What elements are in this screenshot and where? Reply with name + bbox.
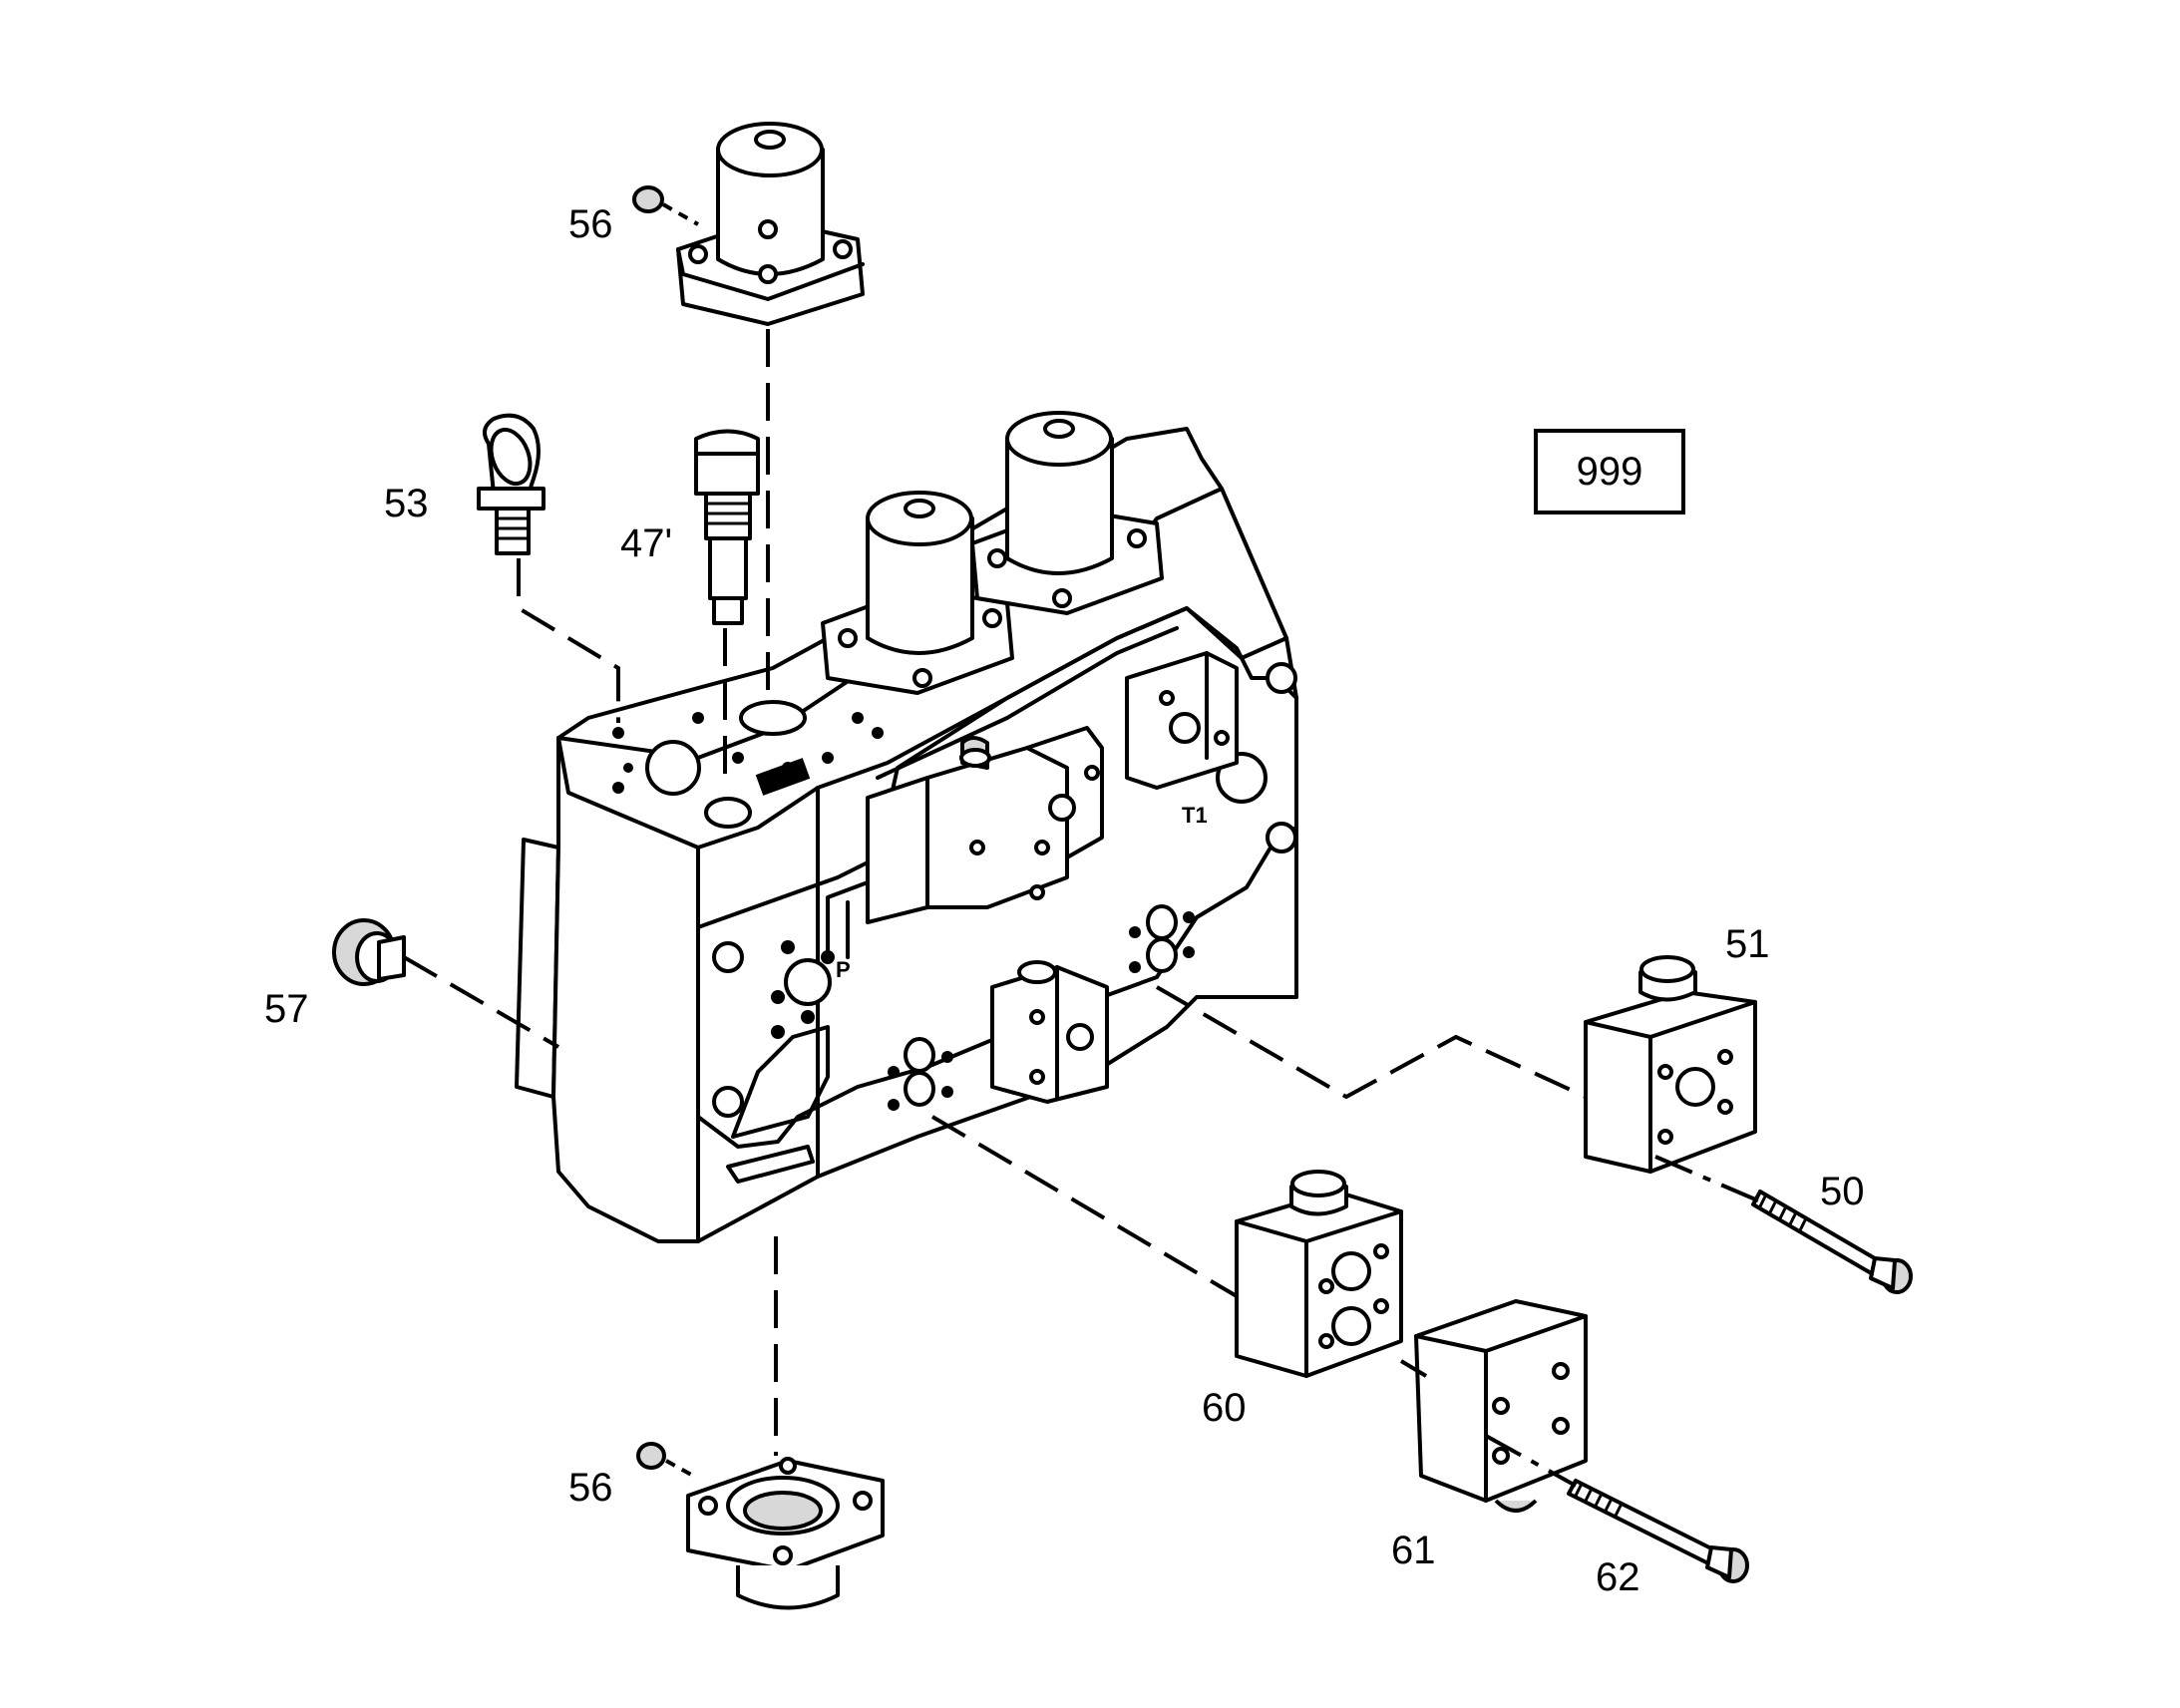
callout-57: 57	[264, 987, 309, 1031]
callout-62: 62	[1596, 1555, 1640, 1599]
callout-50: 50	[1820, 1170, 1865, 1213]
callout-47: 47'	[620, 521, 672, 565]
callout-53: 53	[384, 482, 429, 525]
mounted-valve-block-lower	[990, 960, 1109, 1104]
part-56-top-screw	[632, 185, 699, 226]
callout-56-bottom: 56	[568, 1466, 613, 1510]
assembly-lines	[402, 329, 1761, 1488]
reference-box-999: 999	[1534, 429, 1685, 514]
part-50-bolt	[1751, 1190, 1913, 1294]
part-56-top-solenoid	[676, 122, 865, 326]
mounted-solenoid-front	[821, 491, 1014, 695]
part-61-cover-block	[1414, 1299, 1588, 1513]
part-56-bottom-screw	[636, 1442, 694, 1478]
mounted-valve-block-right	[1125, 651, 1239, 790]
part-57-plug	[332, 918, 406, 986]
callout-labels: 56 53 47' 57 51 50 60 56 61 62	[264, 202, 1865, 1599]
mounted-solenoid-rear	[970, 411, 1164, 615]
mounted-valve-block-upper	[866, 726, 1104, 924]
port-t1-marking: T1	[1182, 803, 1208, 828]
callout-56-top: 56	[568, 202, 613, 246]
callout-61: 61	[1391, 1529, 1436, 1572]
part-62-bolt	[1567, 1479, 1749, 1583]
part-47-cartridge-valve	[694, 429, 760, 625]
callout-51: 51	[1725, 922, 1770, 966]
part-56-bottom-flange	[686, 1457, 885, 1610]
reference-box-label: 999	[1577, 450, 1643, 494]
callout-60: 60	[1202, 1386, 1247, 1430]
port-p-marking: P	[836, 957, 851, 982]
part-60-sandwich-block	[1235, 1170, 1403, 1378]
part-51-valve-block	[1584, 955, 1757, 1174]
part-53-eye-bolt	[477, 413, 545, 555]
